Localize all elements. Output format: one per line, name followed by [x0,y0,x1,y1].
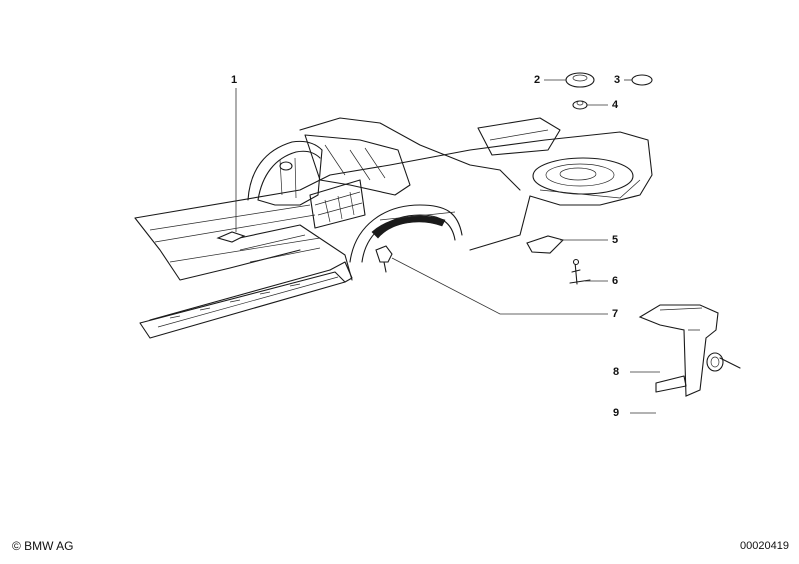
body-floor-assembly [134,117,653,339]
part-label-9: 9 [613,407,620,419]
part-3-cap [631,74,653,86]
diagram-number: 00020419 [740,540,789,552]
part-label-5: 5 [612,234,619,246]
part-label-7: 7 [612,308,619,320]
part-8-bracket [638,304,719,397]
part-label-3: 3 [614,74,621,86]
part-5-cover-plate [526,235,565,254]
copyright-label: © BMW AG [12,539,74,553]
part-label-6: 6 [612,275,619,287]
part-4-plug [572,100,588,110]
part-label-1: 1 [231,74,238,86]
part-label-4: 4 [612,99,619,111]
leader-lines [235,79,660,414]
part-9-tape-roll [706,352,741,372]
part-6-clip [569,258,591,285]
part-label-8: 8 [613,366,620,378]
part-2-grommet [565,72,595,88]
part-label-2: 2 [534,74,541,86]
